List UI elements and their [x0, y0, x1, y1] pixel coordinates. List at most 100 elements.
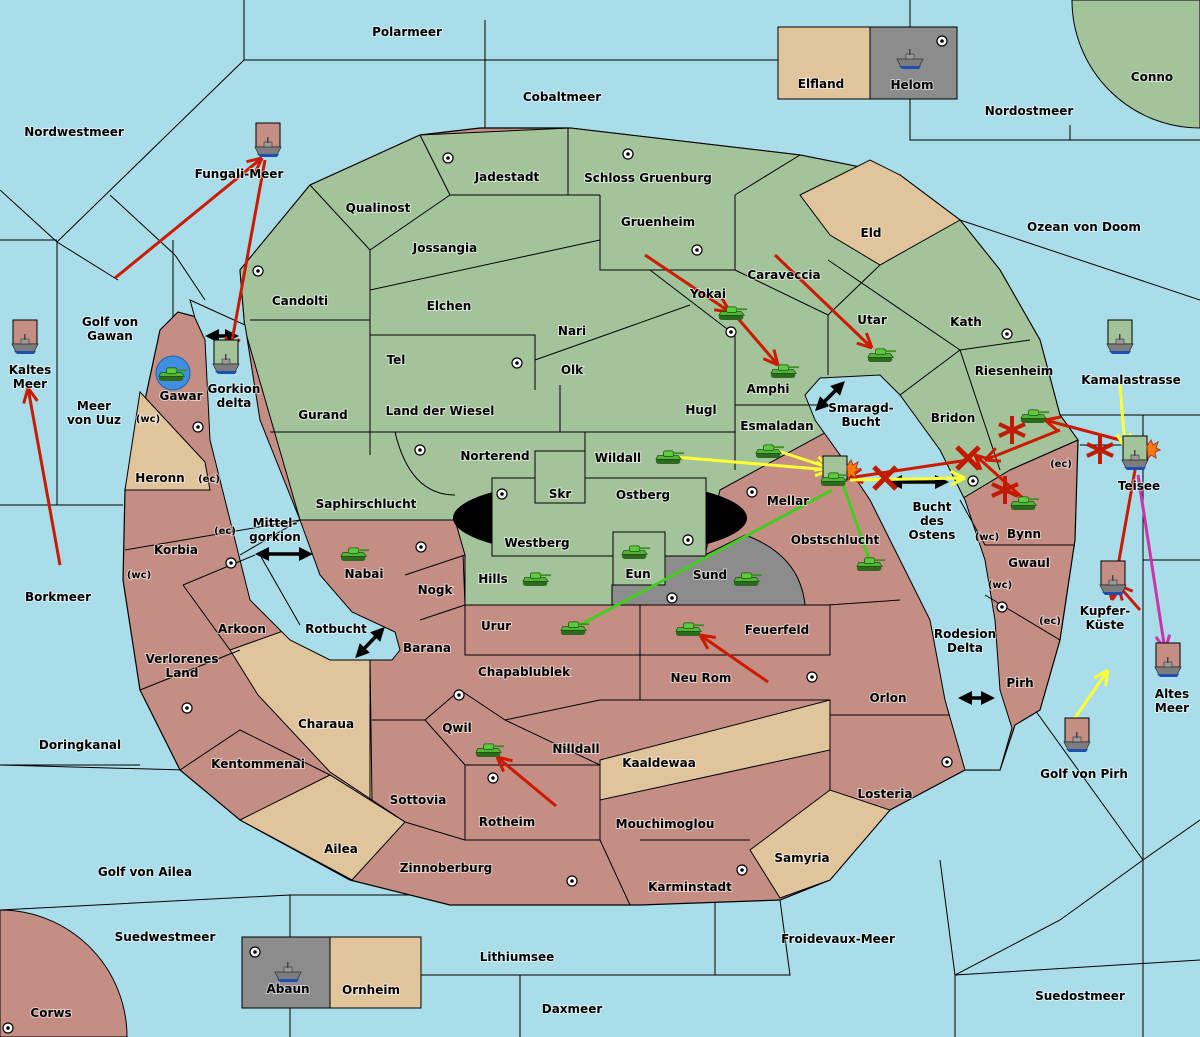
province-label: (ec) — [1039, 616, 1061, 627]
fleet-unit[interactable] — [1121, 435, 1162, 470]
province-label: Westberg — [504, 536, 569, 550]
fleet-unit[interactable] — [254, 122, 282, 157]
province-label: Riesenheim — [975, 364, 1054, 378]
label-line: Gorkion — [208, 382, 261, 396]
label-line: Land — [166, 666, 199, 680]
province-eld[interactable] — [799, 159, 961, 266]
label-line: Eld — [861, 226, 882, 240]
province-label: Barana — [403, 641, 451, 655]
province-samyria[interactable] — [749, 789, 891, 899]
province-label: Froidevaux-Meer — [781, 932, 895, 946]
label-line: Saphirschlucht — [316, 497, 417, 511]
label-line: Chapablublek — [478, 665, 571, 679]
label-line: Kaaldewaa — [622, 756, 696, 770]
fleet-unit[interactable] — [1099, 560, 1127, 595]
province-label: Olk — [561, 363, 584, 377]
label-line: Tel — [387, 353, 406, 367]
label-line: Ostberg — [616, 488, 670, 502]
support-order-arrow — [849, 469, 966, 487]
province-label: Sottovia — [390, 793, 447, 807]
fleet-unit[interactable] — [1106, 319, 1134, 354]
province-label: Elchen — [427, 299, 472, 313]
label-line: Losteria — [857, 787, 912, 801]
province-conno[interactable] — [1071, 0, 1200, 129]
province-label: Feuerfeld — [745, 623, 810, 637]
label-line: Kaltes — [9, 363, 52, 377]
province-label: Amphi — [746, 382, 789, 396]
province-ornheim[interactable] — [329, 936, 422, 1009]
province-heronn[interactable] — [124, 390, 211, 491]
fleet-unit[interactable] — [1063, 717, 1091, 752]
supply-center-dot — [746, 486, 758, 498]
province-label: Chapablublek — [478, 665, 571, 679]
label-line: Jadestadt — [474, 170, 540, 184]
supply-center-dot — [666, 592, 678, 604]
province-elfland[interactable] — [777, 26, 871, 100]
army-unit[interactable] — [155, 355, 191, 391]
label-line: Zinnoberburg — [400, 861, 492, 875]
province-label: Karminstadt — [648, 880, 732, 894]
label-line: Elchen — [427, 299, 472, 313]
province-label: Lithiumsee — [480, 950, 555, 964]
move-order-arrow — [773, 253, 874, 350]
province-label: Kamalastrasse — [1081, 373, 1181, 387]
label-line: Qwil — [442, 721, 472, 735]
supply-center-dot — [682, 534, 694, 546]
land-borders — [124, 128, 1079, 906]
label-line: Abaun — [266, 982, 309, 996]
label-line: Ozean von Doom — [1027, 220, 1141, 234]
supply-center-dot — [192, 421, 204, 433]
label-line: gorkion — [249, 530, 301, 544]
label-line: Altes — [1155, 687, 1189, 701]
label-line: Karminstadt — [648, 880, 732, 894]
province-label: Candolti — [272, 294, 328, 308]
cut-support-star-icon — [991, 476, 1019, 504]
label-line: Smaragd- — [828, 401, 893, 415]
province-label: Qwil — [442, 721, 472, 735]
label-line: Hugl — [685, 403, 716, 417]
sea-mittel-gorkion — [189, 299, 401, 661]
province-label: (ec) — [198, 474, 220, 485]
label-line: Meer — [1155, 701, 1189, 715]
province-label: Skr — [549, 487, 572, 501]
label-line: Lithiumsee — [480, 950, 555, 964]
label-line: Hills — [478, 572, 508, 586]
label-line: Esmaladan — [740, 419, 813, 433]
label-line: Pirh — [1006, 676, 1033, 690]
supply-center-dot — [806, 671, 818, 683]
label-line: Nilldall — [552, 742, 599, 756]
failed-order-x-icon — [872, 465, 898, 491]
label-line: (ec) — [198, 474, 220, 485]
label-line: Candolti — [272, 294, 328, 308]
label-line: Borkmeer — [25, 590, 91, 604]
fleet-unit[interactable] — [11, 319, 39, 354]
move-order-arrow — [495, 755, 557, 808]
label-line: Eun — [625, 567, 650, 581]
province-corws[interactable] — [0, 909, 128, 1037]
label-line: (ec) — [1050, 459, 1072, 470]
label-line: Helom — [890, 78, 933, 92]
adjacency-arrow — [355, 626, 385, 659]
convoy-support-line — [579, 488, 833, 627]
label-line: Küste — [1086, 618, 1125, 632]
label-line: Bucht — [912, 500, 951, 514]
move-order-arrow — [733, 314, 780, 367]
label-line: Yokai — [689, 287, 726, 301]
army-unit[interactable] — [820, 455, 862, 487]
label-line: Golf von Pirh — [1040, 767, 1128, 781]
fleet-unit[interactable] — [1154, 642, 1182, 677]
label-line: Land der Wiesel — [386, 404, 495, 418]
label-line: Mellar — [767, 494, 809, 508]
label-line: Kath — [950, 315, 982, 329]
label-line: (wc) — [136, 414, 160, 425]
label-line: Nogk — [418, 583, 454, 597]
cut-support-star-icon — [1086, 436, 1114, 464]
province-label: Nordostmeer — [985, 104, 1074, 118]
label-line: Mouchimoglou — [616, 817, 715, 831]
label-line: Conno — [1131, 70, 1173, 84]
fleet-unit[interactable] — [212, 339, 240, 374]
